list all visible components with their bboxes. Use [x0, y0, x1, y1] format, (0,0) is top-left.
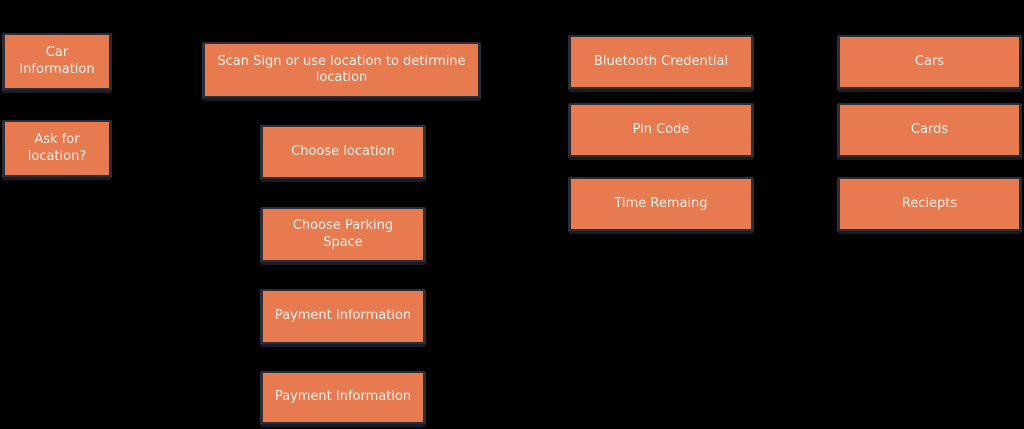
node-label: Choose location — [291, 143, 395, 159]
flow-node-pin-code[interactable]: Pin Code — [569, 103, 753, 157]
flow-node-cars[interactable]: Cars — [838, 35, 1021, 89]
flow-node-bluetooth-credential[interactable]: Bluetooth Credential — [569, 35, 753, 89]
node-label: Scan Sign or use location to detirmine l… — [217, 53, 466, 85]
node-label: Bluetooth Credential — [593, 53, 729, 69]
flow-node-payment-information-1[interactable]: Payment Information — [261, 289, 425, 344]
flow-node-choose-parking-space[interactable]: Choose Parking Space — [261, 207, 425, 262]
node-label: Reciepts — [901, 195, 958, 211]
flow-node-choose-location[interactable]: Choose location — [261, 125, 425, 179]
node-label: Choose Parking Space — [292, 218, 394, 250]
node-label: Pin Code — [632, 121, 690, 137]
node-label: Cards — [910, 121, 949, 137]
node-label: Ask for location? — [27, 132, 87, 164]
node-label: Car Information — [19, 45, 95, 77]
flow-node-reciepts[interactable]: Reciepts — [838, 177, 1021, 231]
flow-node-scan-sign[interactable]: Scan Sign or use location to detirmine l… — [203, 42, 480, 98]
node-label: Cars — [914, 53, 945, 69]
flow-node-car-information[interactable]: Car Information — [3, 33, 111, 90]
flow-node-time-remaing[interactable]: Time Remaing — [569, 177, 753, 231]
flow-node-cards[interactable]: Cards — [838, 103, 1021, 157]
node-label: Payment Information — [274, 308, 412, 324]
flow-node-payment-information-2[interactable]: Payment Information — [261, 371, 425, 424]
node-label: Time Remaing — [614, 195, 708, 211]
flow-node-ask-for-location[interactable]: Ask for location? — [3, 120, 111, 177]
node-label: Payment Information — [274, 389, 412, 405]
